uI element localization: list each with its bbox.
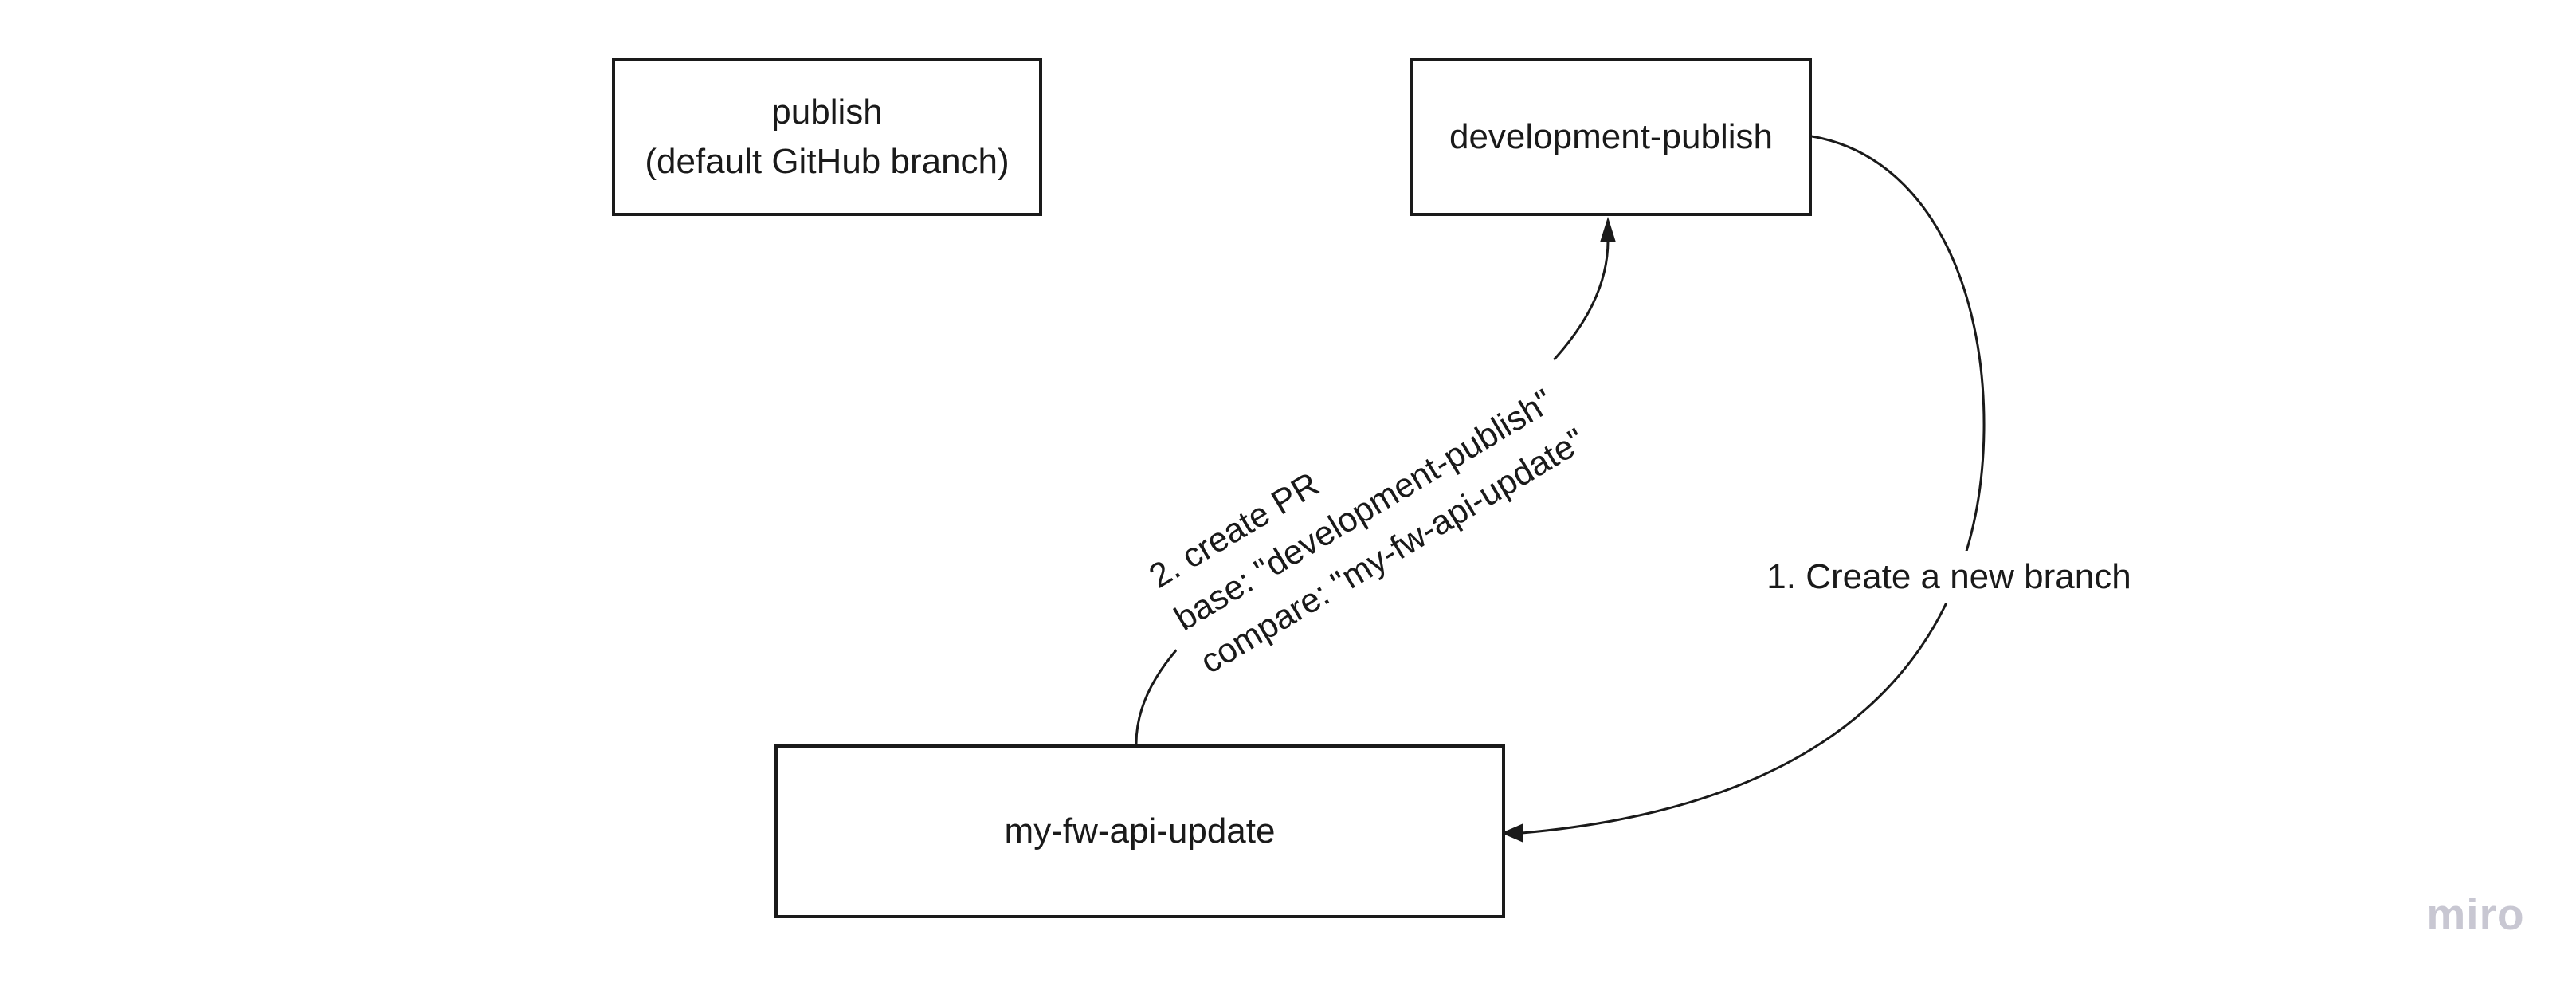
miro-watermark-logo: miro — [2426, 890, 2525, 939]
node-development-publish-label: development-publish — [1449, 116, 1774, 156]
node-my-fw-api-update-label: my-fw-api-update — [1004, 811, 1276, 850]
connector-create-pr-arrowhead-icon — [1600, 217, 1616, 242]
node-publish-label-line2: (default GitHub branch) — [645, 142, 1010, 181]
connector-create-branch-arrowhead-icon — [1501, 823, 1523, 843]
edge-label-create-branch[interactable]: 1. Create a new branch — [1754, 551, 2144, 603]
node-development-publish[interactable]: development-publish — [1410, 58, 1812, 216]
node-publish[interactable]: publish (default GitHub branch) — [612, 58, 1042, 216]
connector-create-branch[interactable] — [1521, 135, 1986, 835]
node-my-fw-api-update[interactable]: my-fw-api-update — [774, 744, 1505, 918]
node-publish-label-line1: publish — [771, 92, 883, 132]
